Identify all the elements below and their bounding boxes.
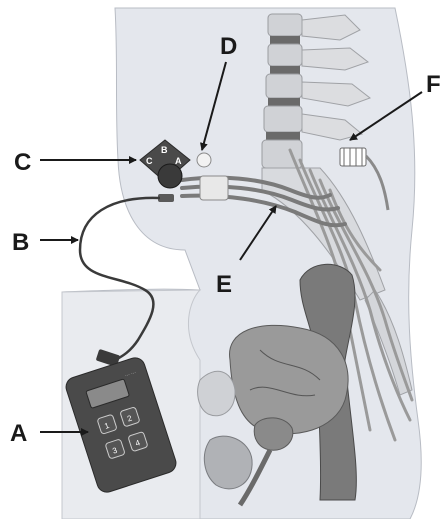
- label-d: D: [220, 33, 237, 60]
- lead-connector-block: [200, 176, 228, 200]
- disc-1: [270, 36, 300, 44]
- disc-4: [266, 132, 300, 140]
- vertebra-4: [264, 106, 302, 132]
- disc-3: [268, 98, 300, 106]
- connector-letter-c: C: [146, 156, 153, 166]
- label-a: A: [10, 420, 27, 447]
- vertebra-2: [268, 44, 302, 66]
- bladder: [230, 325, 348, 433]
- cable-clip: [158, 194, 174, 202]
- connector-letter-a: A: [175, 156, 182, 166]
- label-b: B: [12, 229, 29, 256]
- label-c: C: [14, 149, 31, 176]
- label-e: E: [216, 271, 232, 298]
- vertebra-3: [266, 74, 302, 98]
- connector-port: [158, 164, 182, 188]
- disc-2: [270, 66, 300, 74]
- label-f: F: [426, 71, 441, 98]
- connector-letter-b: B: [161, 145, 168, 155]
- vertebra-1: [268, 14, 302, 36]
- pubic-bone: [198, 371, 235, 415]
- anchor-d: [197, 153, 211, 167]
- prostate: [254, 418, 293, 450]
